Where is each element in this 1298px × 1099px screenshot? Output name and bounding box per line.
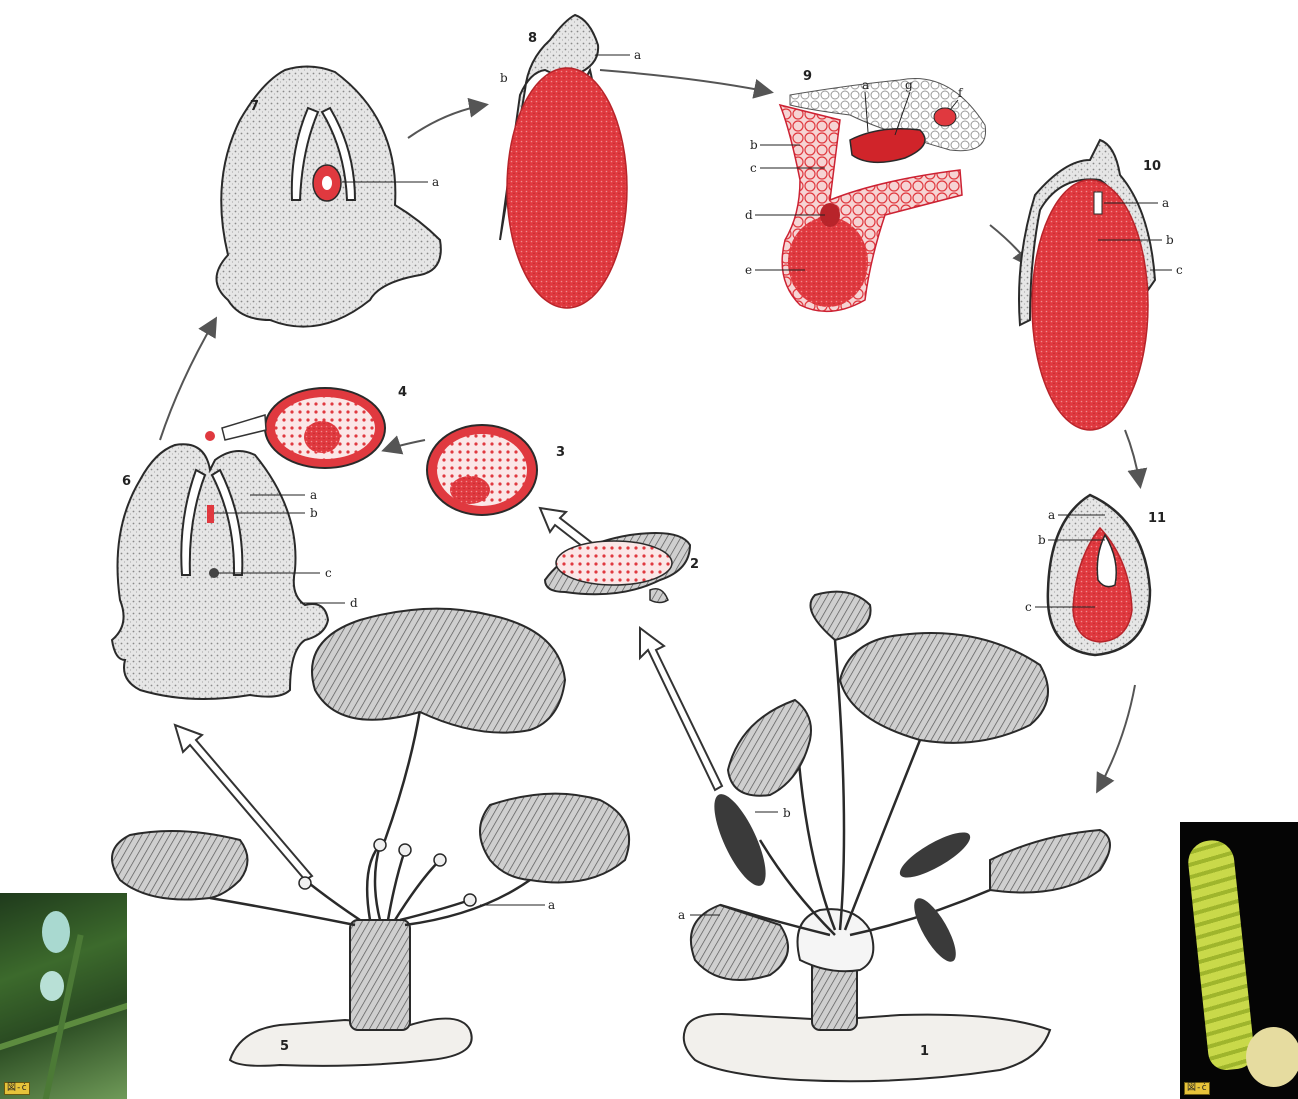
figure-number-5: 5 xyxy=(280,1039,289,1054)
arrow-6-to-7 xyxy=(160,320,215,440)
inset-photo-ovules: 図-ċ xyxy=(0,893,127,1099)
arrow-11-to-1 xyxy=(1098,685,1135,790)
photo-badge: 図-ċ xyxy=(4,1082,30,1095)
figure-1-male-short-shoot xyxy=(684,592,1110,1082)
fig7-label-a: a xyxy=(432,175,439,189)
fig1-label-b: b xyxy=(783,806,791,820)
fig6-label-a: a xyxy=(310,488,317,502)
fig9-label-b: b xyxy=(750,138,758,152)
figure-number-3: 3 xyxy=(556,445,565,460)
figure-number-2: 2 xyxy=(690,557,699,572)
figure-10-seed-section xyxy=(1019,140,1172,430)
arrow-3-to-4 xyxy=(385,440,425,450)
fig6-label-d: d xyxy=(350,596,358,610)
bud-scale-shape xyxy=(1246,1027,1298,1087)
fig10-label-a: a xyxy=(1162,196,1169,210)
arrow-7-to-8 xyxy=(408,105,485,138)
figure-6-ovule-section xyxy=(112,444,345,699)
fig9-label-d: d xyxy=(745,208,753,222)
figure-number-1: 1 xyxy=(920,1044,929,1059)
fig10-label-b: b xyxy=(1166,233,1174,247)
arrow-8-to-9 xyxy=(600,70,770,92)
figure-2-microsporangium xyxy=(545,533,690,603)
figure-number-8: 8 xyxy=(528,31,537,46)
fig8-label-b: b xyxy=(500,71,508,85)
fig6-label-c: c xyxy=(325,566,332,580)
fig9-label-g: g xyxy=(905,78,913,92)
figure-number-6: 6 xyxy=(122,474,131,489)
leaf-shape xyxy=(42,934,83,1099)
inset-photo-male-strobilus: 図-ċ xyxy=(1180,822,1298,1099)
fig9-label-e: e xyxy=(745,263,752,277)
fig5-label-a: a xyxy=(548,898,555,912)
ovule-shape xyxy=(40,971,64,1001)
fig11-label-c: c xyxy=(1025,600,1032,614)
fig8-label-a: a xyxy=(634,48,641,62)
strobilus-shape xyxy=(1186,838,1256,1072)
fig10-label-c: c xyxy=(1176,263,1183,277)
arrow-1-to-2 xyxy=(640,628,722,790)
figure-number-7: 7 xyxy=(250,99,259,114)
ovule-shape xyxy=(42,911,70,953)
fig6-label-b: b xyxy=(310,506,318,520)
fig11-label-b: b xyxy=(1038,533,1046,547)
figure-8-ovule-section xyxy=(500,15,630,308)
figure-number-10: 10 xyxy=(1143,159,1161,174)
figure-number-9: 9 xyxy=(803,69,812,84)
fig11-label-a: a xyxy=(1048,508,1055,522)
figure-9-archegonium xyxy=(755,78,986,311)
figure-3-pollen-grain xyxy=(427,425,537,515)
figure-number-4: 4 xyxy=(398,385,407,400)
figure-number-11: 11 xyxy=(1148,511,1166,526)
fig1-label-a: a xyxy=(678,908,685,922)
photo-badge: 図-ċ xyxy=(1184,1082,1210,1095)
fig9-label-c: c xyxy=(750,161,757,175)
arrow-10-to-11 xyxy=(1125,430,1140,485)
fig9-label-a: a xyxy=(862,78,869,92)
